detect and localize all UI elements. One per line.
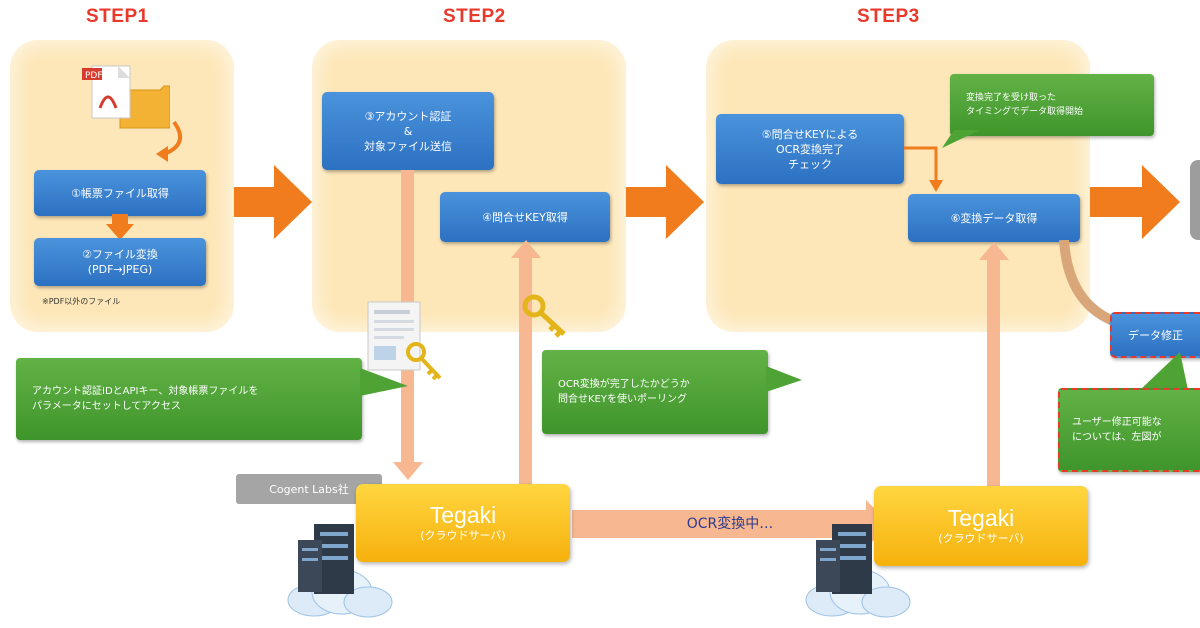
step3-to-next-arrow xyxy=(1090,165,1180,239)
user-edit-callout: ユーザー修正可能な については、左図が xyxy=(1058,388,1200,472)
step3-box-get-data: ⑥変換データ取得 xyxy=(908,194,1080,242)
data-connector-arrowhead xyxy=(979,242,1009,260)
step3-title: STEP3 xyxy=(857,6,920,27)
step2-to-step3-arrow xyxy=(626,165,704,239)
step3-callout-line2: タイミングでデータ取得開始 xyxy=(966,107,1084,117)
key-icon xyxy=(522,294,566,338)
tegaki-server-2-name: Tegaki xyxy=(947,505,1015,531)
tegaki-server-1-sub: (クラウドサーバ) xyxy=(420,529,506,542)
user-edit-callout-tail xyxy=(1140,352,1188,390)
data-edit-connector xyxy=(1059,240,1118,327)
step3-box1-line1: ⑤問合せKEYによる xyxy=(761,127,859,141)
svg-text:PDF: PDF xyxy=(85,71,103,81)
step3-callout-tail xyxy=(942,130,980,148)
step1-box2-line1: ②ファイル変換 xyxy=(82,248,158,261)
step1-box2-line2: (PDF→JPEG) xyxy=(87,263,153,276)
server-cloud-icon-2 xyxy=(805,524,911,618)
data-edit-box: データ修正 xyxy=(1110,312,1200,358)
data-connector xyxy=(987,254,1000,490)
step3-callout: 変換完了を受け取った タイミングでデータ取得開始 xyxy=(950,74,1154,136)
document-icon xyxy=(367,301,442,381)
pdf-icon: PDF xyxy=(82,65,170,129)
step2-box1-line1: ③アカウント認証 xyxy=(364,109,452,123)
step2-title: STEP2 xyxy=(443,6,506,27)
step1-to-step2-arrow xyxy=(234,165,312,239)
tegaki-server-2: Tegaki (クラウドサーバ) xyxy=(874,486,1088,566)
tegaki-server-2-sub: (クラウドサーバ) xyxy=(938,532,1024,545)
step2-box2-label: ④問合せKEY取得 xyxy=(482,210,568,224)
step2-panel xyxy=(312,40,626,332)
key-connector-arrowhead xyxy=(511,240,541,258)
step1-box1-label: ①帳票ファイル取得 xyxy=(71,186,169,200)
server-cloud-icon-1 xyxy=(287,524,393,618)
step2-box1-line2: & xyxy=(403,124,413,138)
step3-box1-line3: チェック xyxy=(788,157,832,171)
polling-callout: OCR変換が完了したかどうか 問合せKEYを使いポーリング xyxy=(542,350,768,434)
auth-callout-line1: アカウント認証IDとAPIキー、対象帳票ファイルを xyxy=(32,386,259,397)
key-connector xyxy=(519,252,532,488)
auth-callout: アカウント認証IDとAPIキー、対象帳票ファイルを パラメータにセットしてアクセ… xyxy=(16,358,362,440)
polling-callout-line1: OCR変換が完了したかどうか xyxy=(558,379,690,390)
polling-callout-line2: 問合せKEYを使いポーリング xyxy=(558,394,687,405)
user-edit-callout-line1: ユーザー修正可能な xyxy=(1072,417,1162,428)
tegaki-server-1-name: Tegaki xyxy=(429,502,497,528)
send-connector-arrowhead xyxy=(393,462,423,480)
step3-box2-label: ⑥変換データ取得 xyxy=(950,211,1038,225)
down-arrow-icon xyxy=(106,214,134,240)
step2-box-auth-send: ③アカウント認証 & 対象ファイル送信 xyxy=(322,92,494,170)
step2-box1-line3: 対象ファイル送信 xyxy=(364,139,452,153)
step1-box-get-file: ①帳票ファイル取得 xyxy=(34,170,206,216)
tegaki-server-1: Tegaki (クラウドサーバ) xyxy=(356,484,570,562)
next-step-edge xyxy=(1190,160,1200,240)
ocr-converting-band xyxy=(572,510,872,538)
auth-callout-tail xyxy=(360,368,408,396)
step3-callout-line1: 変換完了を受け取った xyxy=(966,93,1057,103)
step1-note: ※PDF以外のファイル xyxy=(42,297,121,306)
ocr-converting-label: OCR変換中… xyxy=(686,516,774,532)
step1-box-convert: ②ファイル変換 (PDF→JPEG) xyxy=(34,238,206,286)
polling-callout-tail xyxy=(766,366,802,392)
data-edit-box-label: データ修正 xyxy=(1128,328,1183,342)
step1-title: STEP1 xyxy=(86,6,149,27)
curved-arrow-icon xyxy=(156,120,183,162)
auth-callout-line2: パラメータにセットしてアクセス xyxy=(32,401,181,412)
step2-box-get-key: ④問合せKEY取得 xyxy=(440,192,610,242)
user-edit-callout-line2: については、左図が xyxy=(1072,432,1162,443)
step3-box1-line2: OCR変換完了 xyxy=(776,142,844,156)
step3-box-check: ⑤問合せKEYによる OCR変換完了 チェック xyxy=(716,114,904,184)
check-to-get-arrow xyxy=(904,146,943,192)
